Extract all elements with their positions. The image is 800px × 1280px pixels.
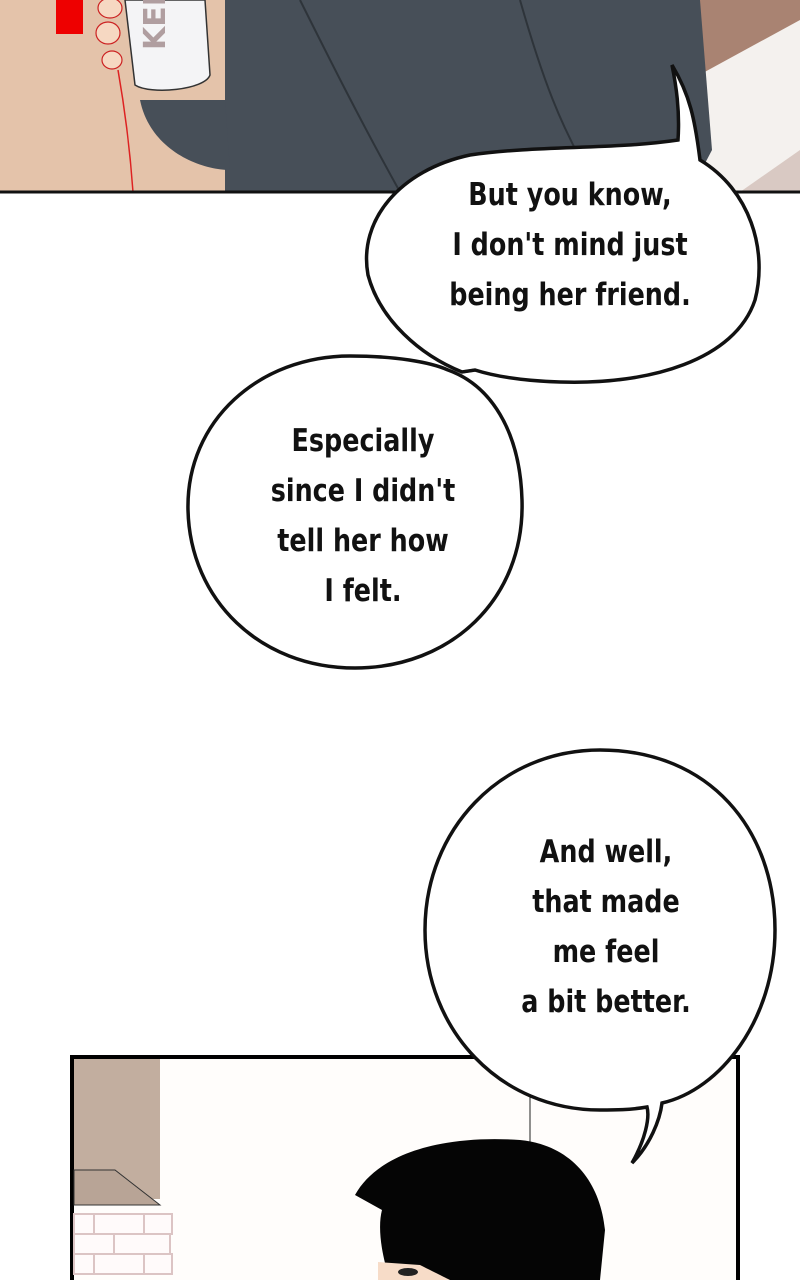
fingers — [95, 0, 123, 70]
bubble-line: tell her how — [277, 523, 449, 559]
bubble-line: that made — [532, 884, 680, 920]
bubble-line: And well, — [539, 834, 673, 870]
jacket — [225, 0, 712, 192]
hair — [355, 1139, 605, 1280]
speech-bubble-2 — [186, 354, 524, 670]
bubble-2-text: Especially since I didn't tell her how I… — [240, 416, 486, 616]
brick-wall — [73, 1213, 173, 1275]
bubble-line: Especially — [291, 423, 435, 459]
bubble-line: I don't mind just — [452, 227, 688, 263]
bubble-line: me feel — [552, 934, 660, 970]
bubble-line: But you know, — [468, 177, 672, 213]
bottom-panel — [70, 1055, 740, 1280]
can-logo: KED — [138, 0, 173, 50]
bubble-line: a bit better. — [521, 984, 691, 1020]
can — [124, 0, 211, 91]
bubble-3-text: And well, that made me feel a bit better… — [483, 827, 729, 1027]
red-tag — [56, 0, 83, 34]
bubble-line: since I didn't — [270, 473, 456, 509]
bubble-line: being her friend. — [449, 277, 691, 313]
bubble-1-text: But you know, I don't mind just being he… — [447, 170, 693, 320]
speech-bubble-3 — [423, 748, 777, 1165]
top-panel: KED — [0, 0, 800, 194]
bubble-line: I felt. — [324, 573, 402, 609]
